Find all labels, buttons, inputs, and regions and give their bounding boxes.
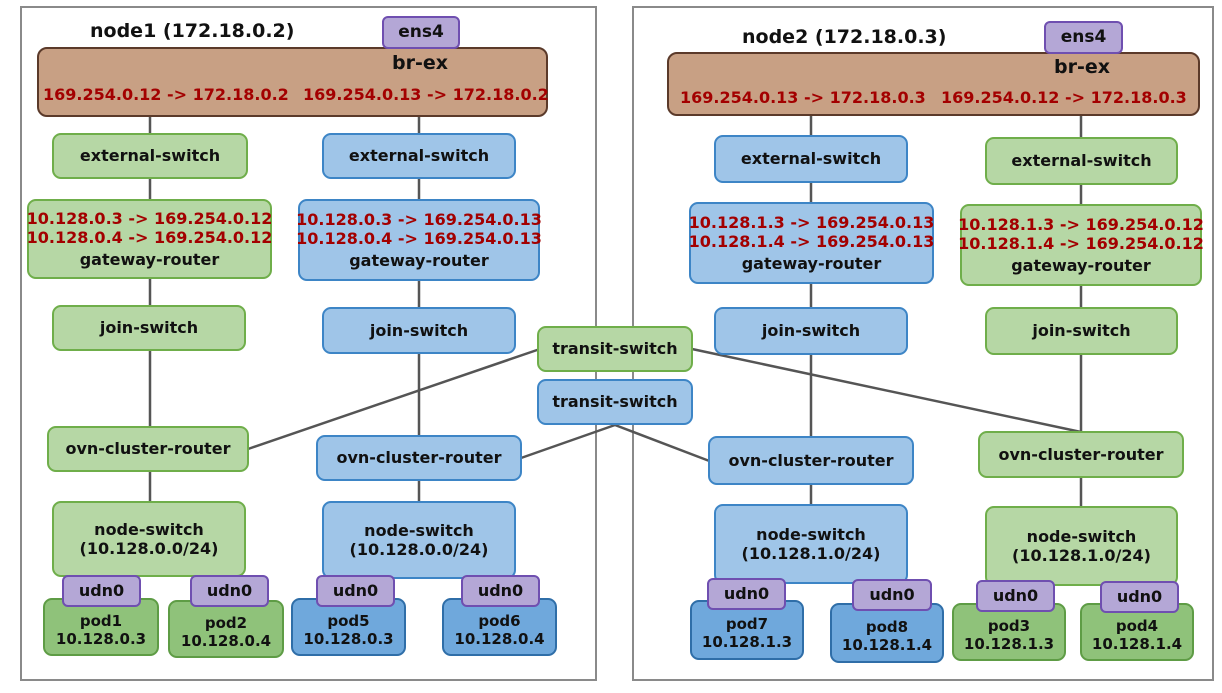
pod1-udn0: udn0 <box>62 575 141 607</box>
pod-ip: 10.128.1.3 <box>963 635 1055 653</box>
pod-ip: 10.128.1.4 <box>841 636 933 654</box>
gateway-route: 10.128.1.4 -> 169.254.0.13 <box>688 232 935 252</box>
node-switch-subnet: (10.128.1.0/24) <box>741 544 881 563</box>
pod8: pod8 10.128.1.4 <box>830 603 944 663</box>
node1-green-gateway-router: 10.128.0.3 -> 169.254.0.12 10.128.0.4 ->… <box>27 199 272 279</box>
node1-br-ex-route-1: 169.254.0.12 -> 172.18.0.2 <box>43 85 289 104</box>
node2-green-join-switch: join-switch <box>985 307 1178 355</box>
node-switch-subnet: (10.128.1.0/24) <box>1012 546 1151 565</box>
gateway-route: 10.128.1.3 -> 169.254.0.13 <box>688 213 935 233</box>
node-switch-label: node-switch <box>364 520 474 540</box>
pod7-udn0: udn0 <box>707 578 786 610</box>
node1-blue-ovn-cluster-router: ovn-cluster-router <box>316 435 522 481</box>
pod-name: pod6 <box>478 612 521 630</box>
node2-br-ex-label: br-ex <box>1054 56 1110 78</box>
node2-blue-join-switch: join-switch <box>714 307 908 355</box>
node1-green-join-switch: join-switch <box>52 305 246 351</box>
pod7: pod7 10.128.1.3 <box>690 600 804 660</box>
green-transit-switch: transit-switch <box>537 326 693 372</box>
node-switch-subnet: (10.128.0.0/24) <box>349 540 489 559</box>
pod2-udn0: udn0 <box>190 575 269 607</box>
pod6-udn0: udn0 <box>461 575 540 607</box>
pod-ip: 10.128.1.3 <box>701 633 793 651</box>
node-switch-label: node-switch <box>1026 526 1137 546</box>
pod-name: pod1 <box>79 612 123 630</box>
node1-green-ovn-cluster-router: ovn-cluster-router <box>47 426 249 472</box>
gateway-route: 10.128.1.3 -> 169.254.0.12 <box>958 215 1204 235</box>
gateway-router-label: gateway-router <box>349 250 489 270</box>
pod-ip: 10.128.0.3 <box>303 630 394 648</box>
pod1: pod1 10.128.0.3 <box>43 598 159 656</box>
gateway-router-label: gateway-router <box>1011 255 1151 275</box>
pod-ip: 10.128.0.4 <box>454 630 545 648</box>
gateway-router-label: gateway-router <box>79 249 220 269</box>
node-switch-label: node-switch <box>756 524 866 544</box>
node2-br-ex <box>667 52 1200 116</box>
node2-br-ex-route-1: 169.254.0.13 -> 172.18.0.3 <box>680 88 926 107</box>
node2-title: node2 (172.18.0.3) <box>742 26 947 48</box>
node1-blue-node-switch: node-switch (10.128.0.0/24) <box>322 501 516 579</box>
node1-br-ex <box>37 47 548 117</box>
pod-name: pod5 <box>327 612 370 630</box>
node2-green-node-switch: node-switch (10.128.1.0/24) <box>985 506 1178 586</box>
pod-name: pod8 <box>865 618 909 636</box>
node1-blue-external-switch: external-switch <box>322 133 516 179</box>
pod-name: pod7 <box>725 615 769 633</box>
node1-blue-gateway-router: 10.128.0.3 -> 169.254.0.13 10.128.0.4 ->… <box>296 199 542 281</box>
node1-br-ex-label: br-ex <box>392 52 448 74</box>
pod-ip: 10.128.0.3 <box>55 630 147 648</box>
pod8-udn0: udn0 <box>852 579 932 611</box>
pod5-udn0: udn0 <box>316 575 395 607</box>
gateway-router-label: gateway-router <box>741 253 882 273</box>
node2-blue-gateway-router: 10.128.1.3 -> 169.254.0.13 10.128.1.4 ->… <box>689 202 934 284</box>
node2-br-ex-route-2: 169.254.0.12 -> 172.18.0.3 <box>941 88 1187 107</box>
blue-transit-switch: transit-switch <box>537 379 693 425</box>
pod-name: pod2 <box>204 614 248 632</box>
node2-green-gateway-router: 10.128.1.3 -> 169.254.0.12 10.128.1.4 ->… <box>958 204 1204 286</box>
node2-green-ovn-cluster-router: ovn-cluster-router <box>978 431 1184 478</box>
node-switch-label: node-switch <box>94 519 204 539</box>
node1-green-external-switch: external-switch <box>52 133 248 179</box>
node1-green-node-switch: node-switch (10.128.0.0/24) <box>52 501 246 577</box>
gateway-route: 10.128.0.3 -> 169.254.0.12 <box>26 209 273 229</box>
node2-blue-external-switch: external-switch <box>714 135 908 183</box>
node2-blue-ovn-cluster-router: ovn-cluster-router <box>708 436 914 485</box>
node2-green-external-switch: external-switch <box>985 137 1178 185</box>
pod-name: pod4 <box>1115 617 1159 635</box>
pod2: pod2 10.128.0.4 <box>168 600 284 658</box>
pod-ip: 10.128.1.4 <box>1091 635 1183 653</box>
pod6: pod6 10.128.0.4 <box>442 598 557 656</box>
pod4-udn0: udn0 <box>1100 581 1179 613</box>
gateway-route: 10.128.0.3 -> 169.254.0.13 <box>296 210 542 230</box>
node1-title: node1 (172.18.0.2) <box>90 20 295 42</box>
node1-ens4-nic: ens4 <box>382 16 460 49</box>
node1-br-ex-route-2: 169.254.0.13 -> 172.18.0.2 <box>303 85 549 104</box>
pod3-udn0: udn0 <box>976 580 1055 612</box>
pod-ip: 10.128.0.4 <box>180 632 272 650</box>
node2-blue-node-switch: node-switch (10.128.1.0/24) <box>714 504 908 584</box>
node1-blue-join-switch: join-switch <box>322 307 516 354</box>
pod-name: pod3 <box>987 617 1031 635</box>
gateway-route: 10.128.0.4 -> 169.254.0.12 <box>26 228 273 248</box>
node2-ens4-nic: ens4 <box>1044 21 1123 54</box>
gateway-route: 10.128.0.4 -> 169.254.0.13 <box>296 229 542 249</box>
pod3: pod3 10.128.1.3 <box>952 603 1066 661</box>
node-switch-subnet: (10.128.0.0/24) <box>79 539 219 558</box>
gateway-route: 10.128.1.4 -> 169.254.0.12 <box>958 234 1204 254</box>
